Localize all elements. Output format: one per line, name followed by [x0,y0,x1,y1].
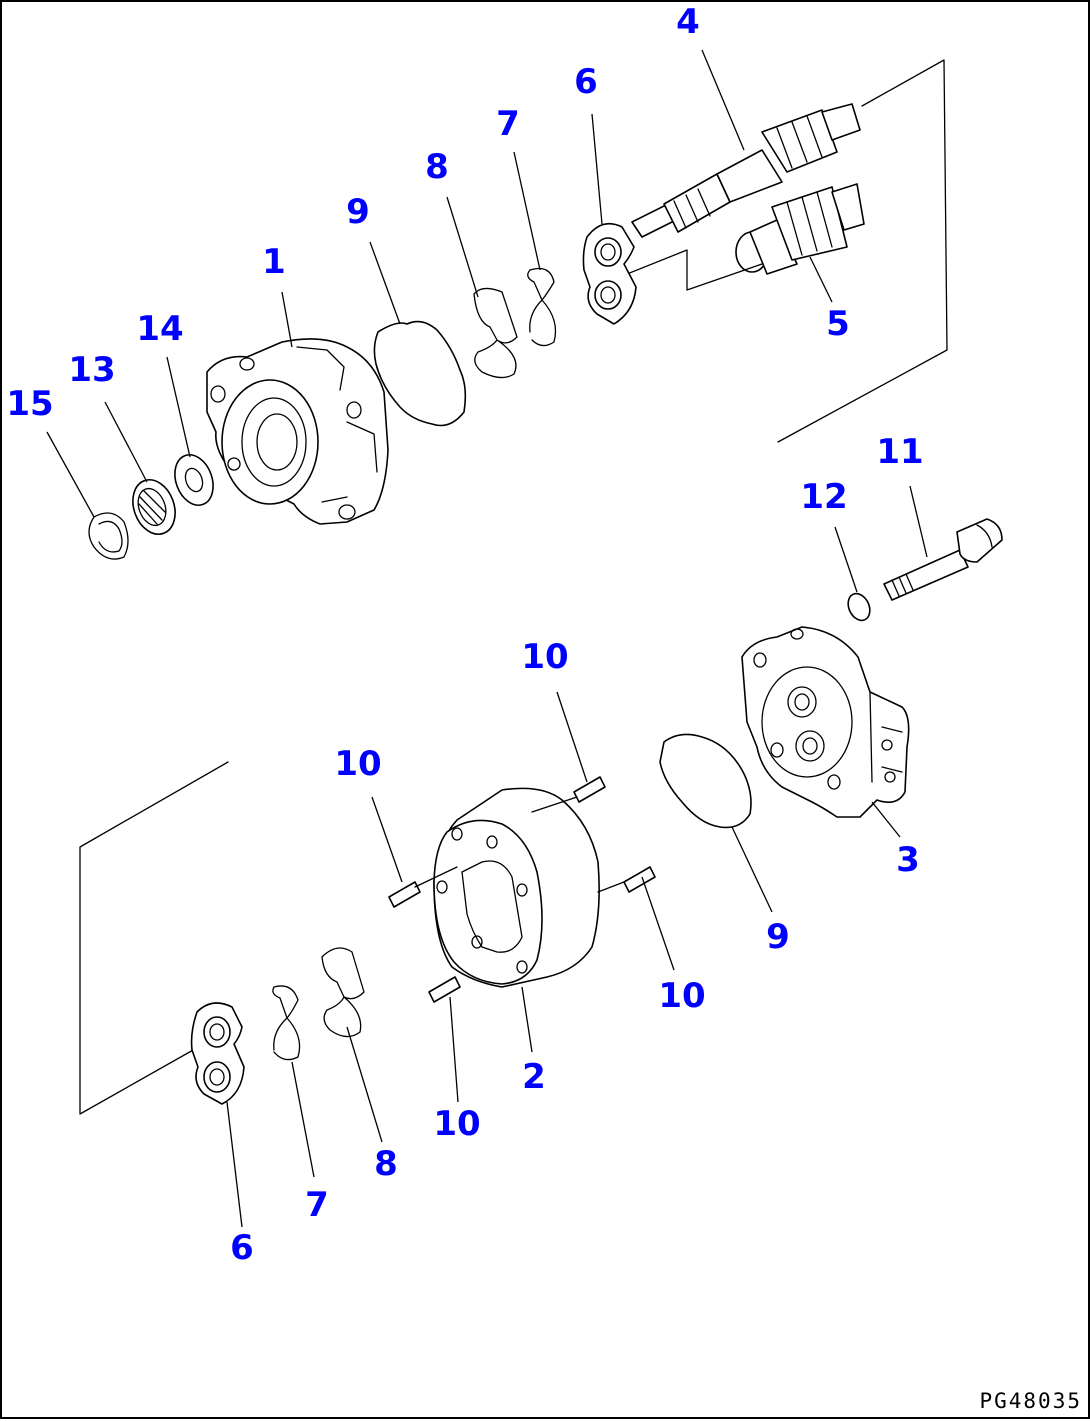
callout-9: 9 [346,192,370,232]
seal-lower [272,985,301,1061]
callout-14: 14 [136,309,184,349]
front-cover [206,338,389,525]
callout-10-upper-right: 10 [521,637,569,677]
callout-7-lower: 7 [305,1185,329,1225]
callout-10-lower: 10 [433,1104,481,1144]
gasket-upper [373,320,467,427]
drive-shaft-gear [631,103,861,238]
callout-10-right: 10 [658,976,706,1016]
callout-1: 1 [262,242,286,282]
dowel-pin-right [623,866,656,893]
callout-12: 12 [800,477,848,517]
callout-6-lower: 6 [230,1228,254,1268]
gear-housing [433,787,600,988]
leader-lines [46,49,928,1228]
bearing-13 [132,479,176,535]
snap-ring-15 [88,512,129,560]
callout-8-lower: 8 [374,1144,398,1184]
dowel-pin-lower [428,976,461,1003]
rear-cover [741,626,910,818]
seal-upper [527,267,557,347]
callout-5: 5 [826,304,850,344]
bushing-plate-upper [582,222,637,325]
dowel-pin-upper-right [573,776,606,803]
callout-15: 15 [6,384,54,424]
callout-11: 11 [876,432,924,472]
callout-7: 7 [496,104,520,144]
washer-12 [847,592,871,622]
callout-9-lower: 9 [766,917,790,957]
bolt-11 [883,518,1003,601]
backup-ring-lower [321,947,365,1038]
drawing-code: PG48035 [979,1389,1082,1413]
callout-8: 8 [425,147,449,187]
callout-10-left: 10 [334,744,382,784]
callout-4: 4 [676,2,700,42]
callout-2: 2 [522,1057,546,1097]
callout-13: 13 [68,350,116,390]
backup-ring-upper [473,287,518,379]
washer-14 [174,454,214,506]
dowel-pin-left [388,881,421,908]
callout-6: 6 [574,62,598,102]
bushing-plate-lower [190,1002,245,1105]
upper-group-bracket [777,59,948,443]
driven-gear-shaft [735,183,865,275]
lower-group-bracket [79,761,229,1115]
callout-3: 3 [896,840,920,880]
gasket-lower [659,733,752,829]
